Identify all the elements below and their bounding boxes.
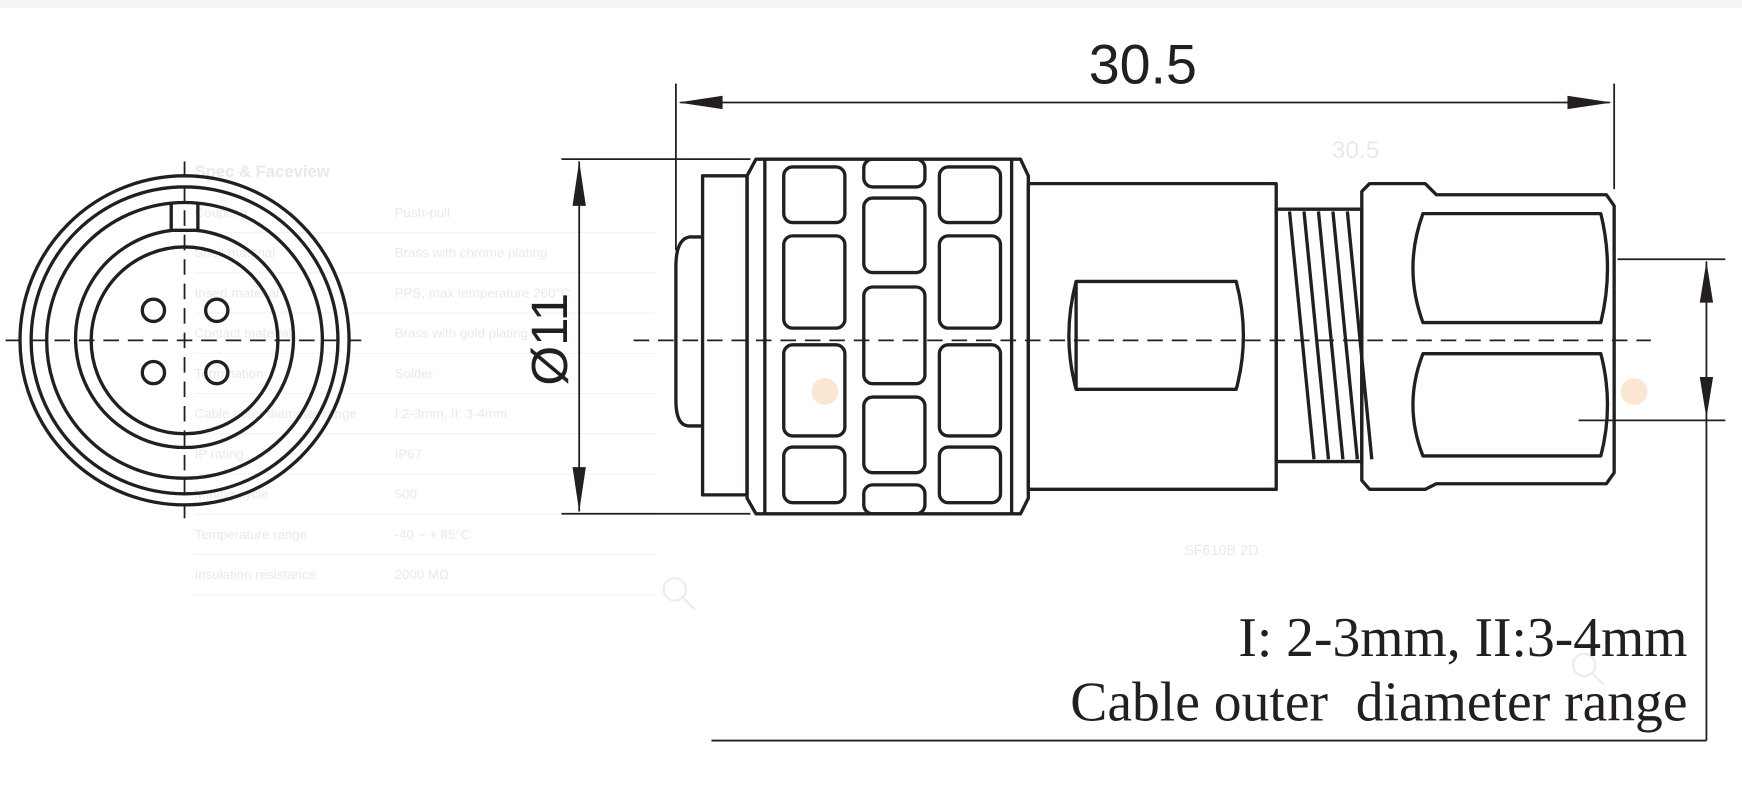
spec-label: Coupling bbox=[195, 205, 248, 220]
spec-label: Insulation resistance bbox=[195, 567, 317, 582]
pin-icon bbox=[140, 359, 167, 386]
spec-value: 500 bbox=[395, 487, 417, 502]
spec-title: Spec & Faceview bbox=[195, 162, 330, 181]
thread-line bbox=[1345, 211, 1374, 460]
knurl-block bbox=[862, 157, 927, 189]
knurl-block bbox=[782, 234, 847, 330]
thread-line bbox=[1316, 211, 1345, 460]
knurl-block bbox=[937, 445, 1003, 505]
knurl-block bbox=[862, 483, 927, 516]
front-flange bbox=[700, 174, 749, 497]
pin-icon bbox=[203, 359, 230, 386]
knurl-block bbox=[937, 343, 1003, 438]
knurl-block bbox=[782, 165, 847, 225]
knurl-block bbox=[862, 285, 927, 386]
thread-line bbox=[1331, 211, 1360, 460]
spec-value: Solder bbox=[395, 366, 434, 381]
spec-value: Push-pull bbox=[395, 205, 451, 220]
pin-icon bbox=[140, 297, 167, 324]
knurl-block bbox=[782, 445, 847, 505]
length-dimension: 30.5 bbox=[675, 34, 1616, 251]
knurl-block bbox=[862, 196, 927, 275]
top-strip bbox=[0, 0, 1742, 8]
spec-value: 2000 MΩ bbox=[395, 567, 449, 582]
spec-value: Brass with gold plating bbox=[395, 326, 528, 341]
knurled-sleeve bbox=[745, 157, 1030, 516]
thread-line bbox=[1287, 211, 1316, 460]
knurl-block bbox=[862, 395, 927, 475]
thread-line bbox=[1302, 211, 1331, 460]
spec-value: PPS, max temperature 260°C bbox=[395, 285, 571, 300]
knurl-block bbox=[782, 343, 847, 438]
spec-value: Brass with chrome plating bbox=[395, 245, 548, 260]
ghost-dimension: 30.5 bbox=[1332, 137, 1380, 164]
diameter-dimension: Ø11 bbox=[521, 158, 751, 515]
knurl-block bbox=[937, 165, 1003, 225]
cable-range-label: Cable outer diameter range bbox=[1070, 672, 1687, 734]
pin-icon bbox=[203, 297, 230, 324]
length-value: 30.5 bbox=[1089, 34, 1197, 96]
body bbox=[1026, 181, 1278, 491]
body-window bbox=[1067, 279, 1246, 391]
image-caption: SF610B 2D bbox=[1184, 543, 1259, 559]
prev-arrow-button[interactable] bbox=[811, 378, 839, 405]
cable-nut bbox=[1360, 181, 1616, 491]
knurl-block bbox=[937, 234, 1003, 330]
connector-face-view bbox=[5, 161, 362, 519]
thread bbox=[1274, 207, 1364, 464]
spec-value: I:2-3mm, II: 3-4mm bbox=[395, 406, 508, 421]
cable-range-dimension: I: 2-3mm, II:3-4mm Cable outer diameter … bbox=[711, 258, 1726, 742]
spec-label: IP rating bbox=[195, 446, 244, 461]
nut-flat bbox=[1411, 352, 1610, 458]
spec-value: -40 ~ + 85°C bbox=[395, 527, 471, 542]
next-arrow-button[interactable] bbox=[1620, 378, 1648, 405]
key-notch bbox=[169, 203, 200, 232]
spec-label: Contact material bbox=[195, 326, 292, 341]
zoom-icon[interactable] bbox=[662, 577, 696, 611]
spec-label: Shell material bbox=[195, 245, 276, 260]
spec-label: Temperature range bbox=[195, 527, 308, 542]
front-nose bbox=[674, 235, 703, 428]
cable-range-values: I: 2-3mm, II:3-4mm bbox=[1238, 607, 1687, 669]
spec-label: Insert material bbox=[195, 285, 279, 300]
zoom-icon[interactable] bbox=[1571, 652, 1605, 686]
connector-side-view bbox=[633, 157, 1651, 516]
spec-value: IP67 bbox=[395, 446, 422, 461]
nut-flat bbox=[1411, 211, 1610, 325]
diameter-value: Ø11 bbox=[521, 293, 578, 386]
